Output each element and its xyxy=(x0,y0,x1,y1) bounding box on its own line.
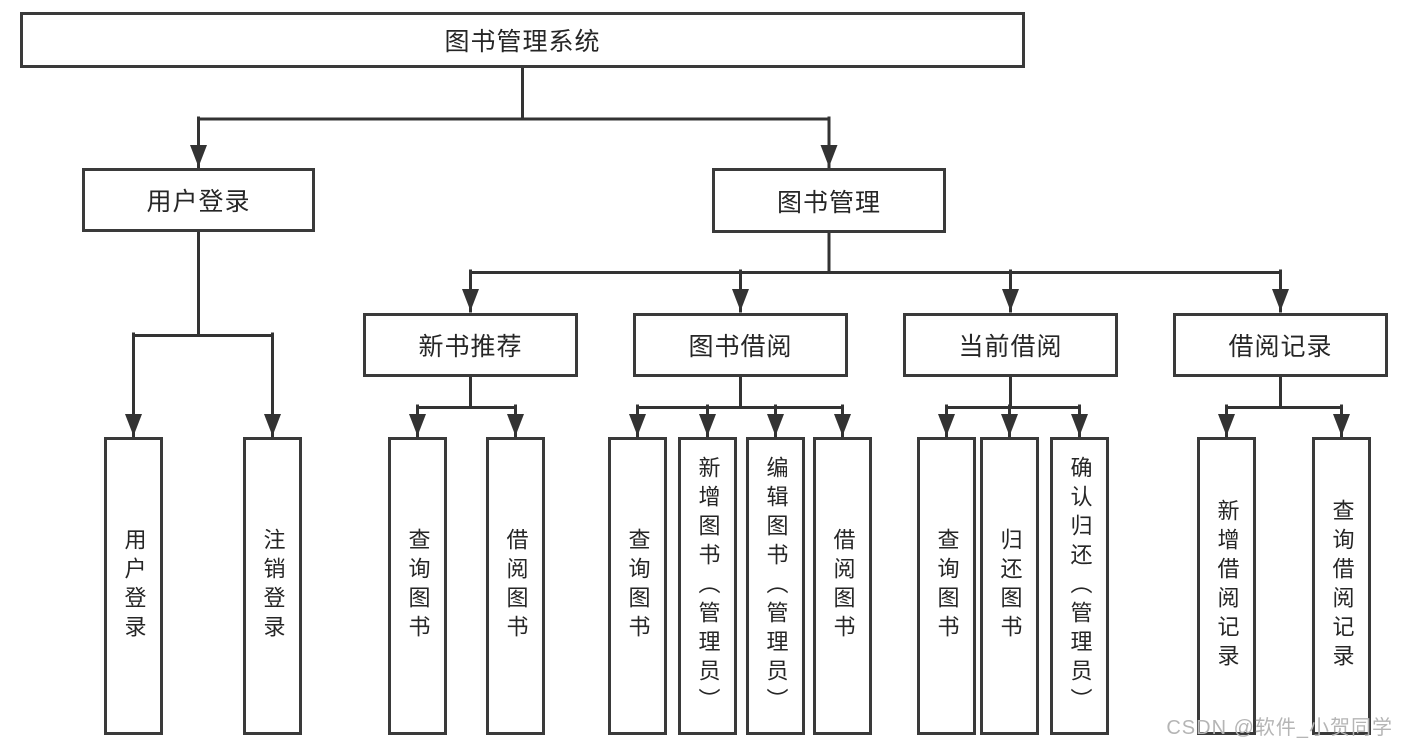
leaf-current-return-books-label: 归还图书 xyxy=(997,528,1023,644)
leaf-records-add-record-label: 新增借阅记录 xyxy=(1214,499,1240,673)
leaf-current-confirm-return-admin: 确认归还（管理员） xyxy=(1050,437,1109,735)
node-current-borrow-label: 当前借阅 xyxy=(958,333,1063,361)
node-book-borrow: 图书借阅 xyxy=(633,313,848,377)
leaf-logout-label: 注销登录 xyxy=(260,528,286,644)
leaf-borrow-query-books: 查询图书 xyxy=(608,437,667,735)
connector-borrow-children xyxy=(636,373,844,409)
connector-book-management-children xyxy=(469,229,1282,274)
node-user-login: 用户登录 xyxy=(82,168,315,232)
connector-records-children xyxy=(1225,373,1343,409)
node-book-management: 图书管理 xyxy=(712,168,946,233)
node-book-borrow-label: 图书借阅 xyxy=(688,333,793,361)
leaf-borrow-edit-books-admin-label: 编辑图书（管理员） xyxy=(763,455,789,717)
node-root: 图书管理系统 xyxy=(20,12,1025,68)
leaf-borrow-edit-books-admin: 编辑图书（管理员） xyxy=(746,437,805,735)
leaf-borrow-borrow-books-label: 借阅图书 xyxy=(830,528,856,644)
node-new-book-recommend: 新书推荐 xyxy=(363,313,578,377)
leaf-borrow-query-books-label: 查询图书 xyxy=(625,528,651,644)
leaf-borrow-add-books-admin: 新增图书（管理员） xyxy=(678,437,737,735)
leaf-records-query-record: 查询借阅记录 xyxy=(1312,437,1371,735)
connector-recommend-children xyxy=(416,373,517,409)
leaf-recommend-borrow-books-label: 借阅图书 xyxy=(503,528,529,644)
node-borrow-records: 借阅记录 xyxy=(1173,313,1388,377)
node-user-login-label: 用户登录 xyxy=(146,188,251,216)
leaf-borrow-add-books-admin-label: 新增图书（管理员） xyxy=(695,455,721,717)
leaf-recommend-query-books: 查询图书 xyxy=(388,437,447,735)
node-current-borrow: 当前借阅 xyxy=(903,313,1118,377)
csdn-watermark: CSDN @软件_小贺同学 xyxy=(1166,717,1393,739)
leaf-current-query-books: 查询图书 xyxy=(917,437,976,735)
leaf-current-confirm-return-admin-label: 确认归还（管理员） xyxy=(1067,455,1093,717)
leaf-user-login-label: 用户登录 xyxy=(121,528,147,644)
node-book-management-label: 图书管理 xyxy=(776,188,881,217)
leaf-records-add-record: 新增借阅记录 xyxy=(1197,437,1256,735)
leaf-records-query-record-label: 查询借阅记录 xyxy=(1329,499,1355,673)
leaf-user-login: 用户登录 xyxy=(104,437,163,735)
connector-root-to-level2 xyxy=(197,64,831,121)
leaf-borrow-borrow-books: 借阅图书 xyxy=(813,437,872,735)
leaf-current-query-books-label: 查询图书 xyxy=(934,528,960,644)
leaf-current-return-books: 归还图书 xyxy=(980,437,1039,735)
node-borrow-records-label: 借阅记录 xyxy=(1228,333,1333,361)
connector-user-login-children xyxy=(132,228,274,337)
leaf-recommend-borrow-books: 借阅图书 xyxy=(486,437,545,735)
leaf-logout: 注销登录 xyxy=(243,437,302,735)
leaf-recommend-query-books-label: 查询图书 xyxy=(405,528,431,644)
connector-current-children xyxy=(945,373,1081,409)
node-root-label: 图书管理系统 xyxy=(444,28,601,56)
node-new-book-recommend-label: 新书推荐 xyxy=(418,333,523,361)
